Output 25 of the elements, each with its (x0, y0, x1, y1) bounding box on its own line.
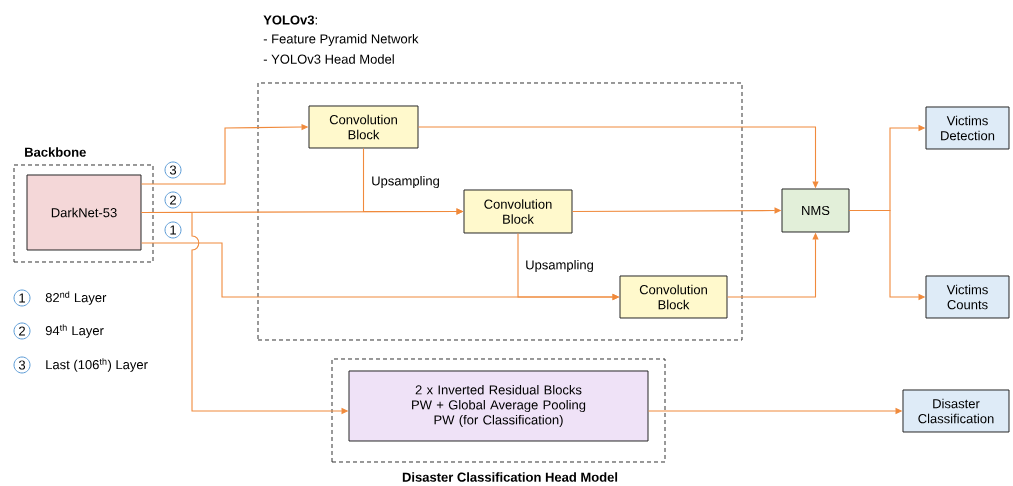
edge-label: Upsampling (526, 259, 593, 273)
callout-number: 1 (13, 289, 31, 307)
callout-number: 3 (164, 161, 182, 179)
group-heading: Disaster Classification Head Model (402, 472, 618, 482)
process-box: Convolution Block (619, 275, 728, 319)
legend-text: Last (106$^{th}$) Layer (46, 358, 148, 372)
edge-label: Upsampling (372, 175, 439, 189)
process-box: DarkNet-53 (26, 174, 142, 251)
process-box: Convolution Block (308, 105, 419, 149)
list-item: - YOLOv3 Head Model (263, 54, 394, 64)
process-box: Victims Detection (925, 106, 1010, 150)
process-box: Victims Counts (925, 275, 1010, 319)
legend-text: 94$^{th}$ Layer (45, 324, 104, 338)
group-heading: YOLOv3: (263, 15, 317, 25)
list-item: - Feature Pyramid Network (263, 33, 419, 47)
legend-text: 82$^{nd}$ Layer (45, 291, 107, 305)
callout-number: 1 (164, 221, 182, 239)
callout-number: 2 (13, 322, 31, 340)
process-box: Disaster Classification (902, 389, 1010, 433)
callout-number: 3 (13, 356, 31, 374)
process-box: 2 x Inverted Residual Blocks PW + Global Average Pooling PW (for Classification) (348, 370, 649, 442)
group-heading: Backbone (25, 147, 86, 157)
process-box: NMS (781, 188, 850, 233)
process-box: Convolution Block (463, 189, 573, 234)
callout-number: 2 (164, 191, 182, 209)
